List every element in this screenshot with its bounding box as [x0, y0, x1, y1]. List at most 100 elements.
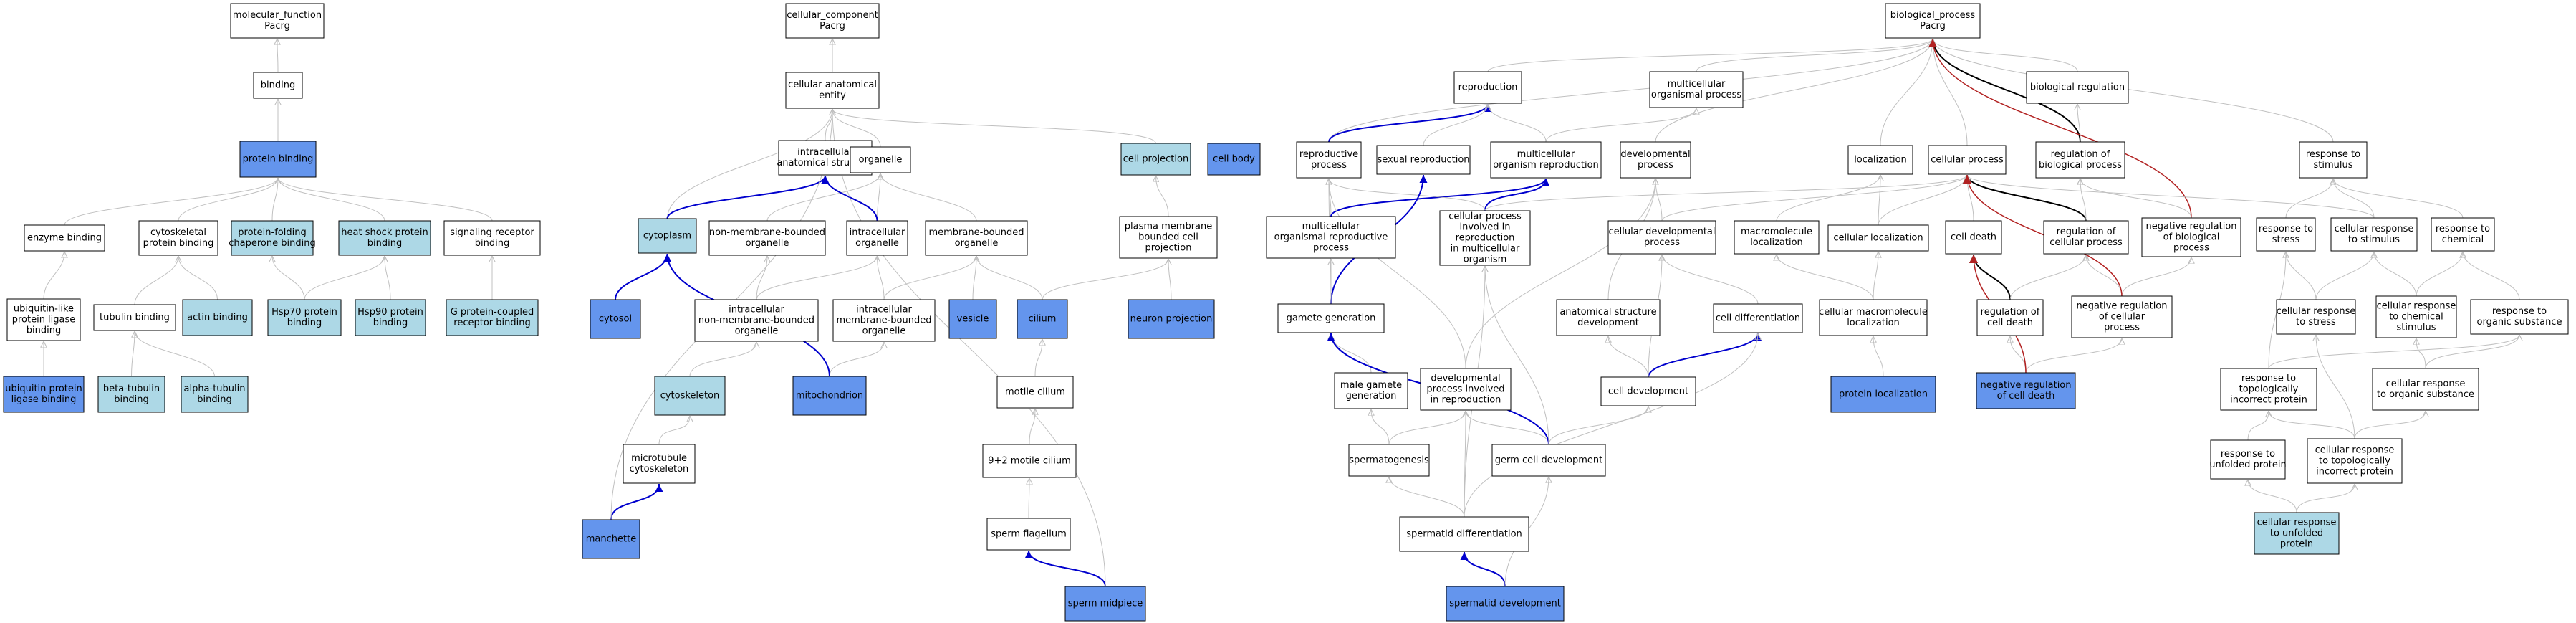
go-term-node-neuron-proj[interactable]: neuron projection: [1128, 299, 1215, 339]
go-term-node-binding[interactable]: binding: [253, 72, 303, 99]
node-label: plasma membrane: [1125, 222, 1213, 232]
go-term-node-spermatid-diff[interactable]: spermatid differentiation: [1399, 516, 1529, 552]
node-box: [638, 218, 697, 254]
go-term-node-reproduction[interactable]: reproduction: [1453, 71, 1522, 104]
edge-cell_resp_tip-to-cell_resp_org: [2354, 410, 2426, 439]
go-term-node-cytosol[interactable]: cytosol: [590, 299, 641, 339]
node-label: process: [2104, 323, 2140, 333]
edge-dev_repro-to-repro_proc: [1329, 179, 1466, 369]
go-term-node-mitochondrion[interactable]: mitochondrion: [792, 376, 867, 416]
go-term-node-cytoskeleton[interactable]: cytoskeleton: [654, 376, 726, 416]
go-term-node-germ-cell-dev[interactable]: germ cell development: [1491, 444, 1606, 477]
go-term-node-spermatid-dev[interactable]: spermatid development: [1446, 586, 1565, 622]
go-term-node-inmbo[interactable]: intracellularnon-membrane-boundedorganel…: [694, 299, 819, 342]
go-term-node-bio-reg[interactable]: biological regulation: [2026, 71, 2129, 104]
go-term-node-cilium[interactable]: cilium: [1017, 299, 1068, 339]
node-label: cytoplasm: [643, 231, 691, 242]
go-term-node-enzyme-binding[interactable]: enzyme binding: [24, 224, 105, 252]
go-term-node-gamete-gen[interactable]: gamete generation: [1277, 303, 1385, 333]
go-term-node-sexual-repro[interactable]: sexual reproduction: [1376, 145, 1471, 175]
go-term-node-cellular-proc[interactable]: cellular process: [1928, 145, 2007, 175]
go-term-node-nine-two[interactable]: 9+2 motile cilium: [982, 444, 1077, 478]
edge-neg_reg_bp-to-reg_bp: [2080, 178, 2192, 219]
go-term-node-manchette[interactable]: manchette: [582, 519, 640, 559]
node-box: [1334, 372, 1408, 409]
go-term-node-cell-death[interactable]: cell death: [1945, 220, 2002, 255]
edge-cell_resp_stim-to-resp_stimulus: [2333, 179, 2375, 219]
go-term-node-sperm-flagellum[interactable]: sperm flagellum: [986, 518, 1071, 551]
go-term-node-organelle[interactable]: organelle: [850, 146, 911, 173]
go-term-node-cell-body[interactable]: cell body: [1207, 143, 1261, 176]
go-term-node-localization[interactable]: localization: [1847, 145, 1913, 175]
edge-ubl_binding-to-enzyme_binding: [43, 252, 64, 300]
go-term-node-cell-loc[interactable]: cellular localization: [1827, 224, 1929, 252]
node-label: cellular process: [2049, 237, 2123, 248]
go-term-node-cytoplasm[interactable]: cytoplasm: [638, 218, 697, 254]
go-term-node-spermatogenesis[interactable]: spermatogenesis: [1348, 444, 1430, 477]
go-term-node-protein-binding[interactable]: protein binding: [239, 141, 317, 178]
go-term-node-tubulin-binding[interactable]: tubulin binding: [93, 304, 176, 331]
go-term-node-cell-projection[interactable]: cell projection: [1120, 143, 1191, 176]
node-label: organic substance: [2477, 317, 2562, 328]
go-term-node-cell-dev[interactable]: cell development: [1600, 376, 1696, 406]
go-term-node-sperm-midpiece[interactable]: sperm midpiece: [1064, 586, 1146, 622]
edge-beta_tub-to-tubulin_binding: [131, 331, 135, 377]
go-term-node-vesicle[interactable]: vesicle: [948, 299, 997, 339]
go-term-node-actin-binding[interactable]: actin binding: [182, 299, 253, 336]
go-term-node-cell-diff[interactable]: cell differentiation: [1713, 303, 1803, 333]
go-term-node-protein-loc[interactable]: protein localization: [1830, 376, 1936, 413]
go-term-node-motile-cilium[interactable]: motile cilium: [996, 376, 1074, 409]
